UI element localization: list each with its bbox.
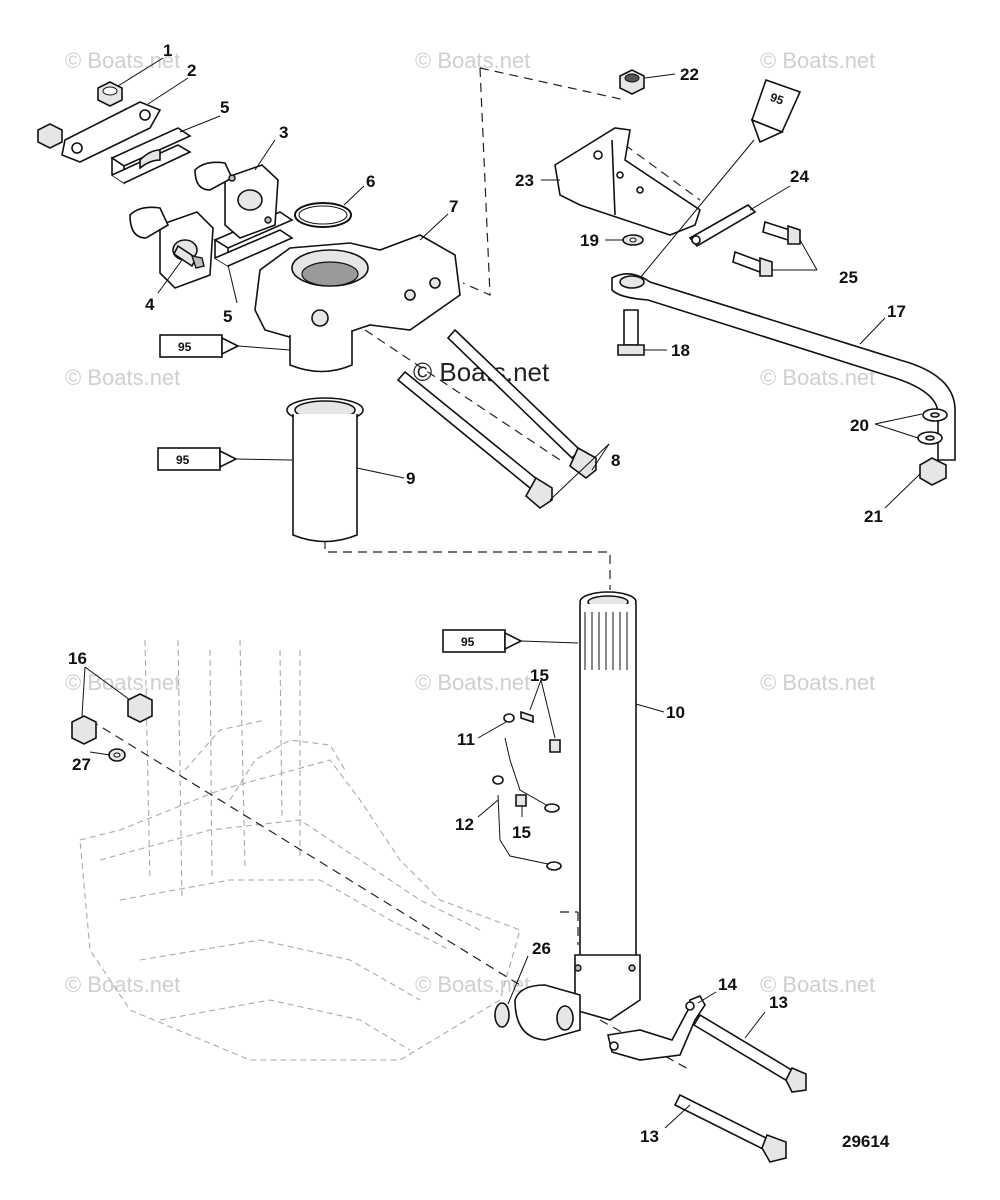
watermark: © Boats.net [65, 972, 180, 997]
screw [515, 710, 561, 807]
callout-2: 2 [187, 61, 196, 80]
lubricant-tube-label: 95 [176, 453, 190, 467]
callout-8: 8 [611, 451, 620, 470]
callout-27: 27 [72, 755, 91, 774]
bracket-strap [37, 101, 162, 163]
callout-7: 7 [449, 197, 458, 216]
nut [97, 81, 123, 107]
lubricant-tube: 95 [639, 78, 802, 279]
watermark: © Boats.net [415, 972, 530, 997]
watermark: © Boats.net [760, 365, 875, 390]
watermark: © Boats.net [65, 48, 180, 73]
callout-10: 10 [666, 703, 685, 722]
callout-18: 18 [671, 341, 690, 360]
swivel-bushing [286, 397, 364, 543]
lubricant-tube: 95 [159, 334, 291, 358]
lubricant-tube-label: 95 [768, 90, 786, 108]
lubricant-tube-label: 95 [461, 635, 475, 649]
watermark: © Boats.net [65, 670, 180, 695]
watermark: © Boats.net [760, 670, 875, 695]
callout-24: 24 [790, 167, 809, 186]
callout-5: 5 [223, 307, 232, 326]
tab-plate [688, 204, 757, 248]
washer [622, 234, 644, 246]
callout-13: 13 [769, 993, 788, 1012]
bolt [617, 309, 645, 356]
callout-15: 15 [530, 666, 549, 685]
watermark: © Boats.net [415, 48, 530, 73]
callout-12: 12 [455, 815, 474, 834]
leader-lines [81, 57, 923, 1129]
washer [922, 408, 948, 422]
long-bolt [396, 370, 553, 510]
callout-22: 22 [680, 65, 699, 84]
callout-19: 19 [580, 231, 599, 250]
callout-20: 20 [850, 416, 869, 435]
callout-11: 11 [457, 730, 475, 749]
callout-26: 26 [532, 939, 551, 958]
callout-16: 16 [68, 649, 87, 668]
callout-23: 23 [515, 171, 534, 190]
washer [494, 1002, 510, 1028]
lock-nut [619, 69, 645, 95]
bolt [732, 250, 773, 277]
callout-17: 17 [887, 302, 906, 321]
callout-25: 25 [839, 268, 858, 287]
callout-5: 5 [220, 98, 229, 117]
callout-1: 1 [163, 41, 172, 60]
long-bolt [692, 1013, 807, 1093]
washer [917, 431, 943, 445]
swivel-shaft [514, 591, 641, 1041]
lubricant-tube-label: 95 [178, 340, 192, 354]
steering-bracket [554, 127, 701, 236]
callout-21: 21 [864, 507, 883, 526]
figure-number: 29614 [842, 1132, 890, 1151]
ground-strap [503, 713, 560, 813]
lubricant-tube: 95 [157, 447, 293, 471]
callout-3: 3 [279, 123, 288, 142]
long-bolt [446, 328, 597, 480]
ground-strap [492, 775, 562, 871]
rubber-mount-pad [110, 127, 192, 185]
watermark: © Boats.net [760, 972, 875, 997]
steering-link-rod [611, 273, 956, 461]
engine-mount [194, 161, 279, 239]
callout-4: 4 [145, 295, 155, 314]
watermark: © Boats.net [415, 670, 530, 695]
callouts: 1 2 3 4 5 5 6 7 8 9 10 11 12 13 13 14 15… [68, 41, 906, 1151]
callout-13: 13 [640, 1127, 659, 1146]
nut [71, 693, 153, 762]
watermarks: © Boats.net © Boats.net © Boats.net © Bo… [65, 48, 875, 997]
engine-mount [129, 206, 214, 289]
drive-shaft-housing-outline [79, 639, 521, 1061]
lubricant-tube: 95 [442, 629, 579, 653]
watermark: © Boats.net [65, 365, 180, 390]
bolt [762, 220, 801, 245]
callout-14: 14 [718, 975, 737, 994]
callout-15: 15 [512, 823, 531, 842]
lock-nut [919, 457, 947, 486]
long-bolt [673, 1093, 787, 1163]
o-ring [294, 202, 352, 228]
watermark: © Boats.net [760, 48, 875, 73]
swivel-head [254, 234, 461, 373]
callout-6: 6 [366, 172, 375, 191]
screw [172, 244, 205, 269]
callout-9: 9 [406, 469, 415, 488]
